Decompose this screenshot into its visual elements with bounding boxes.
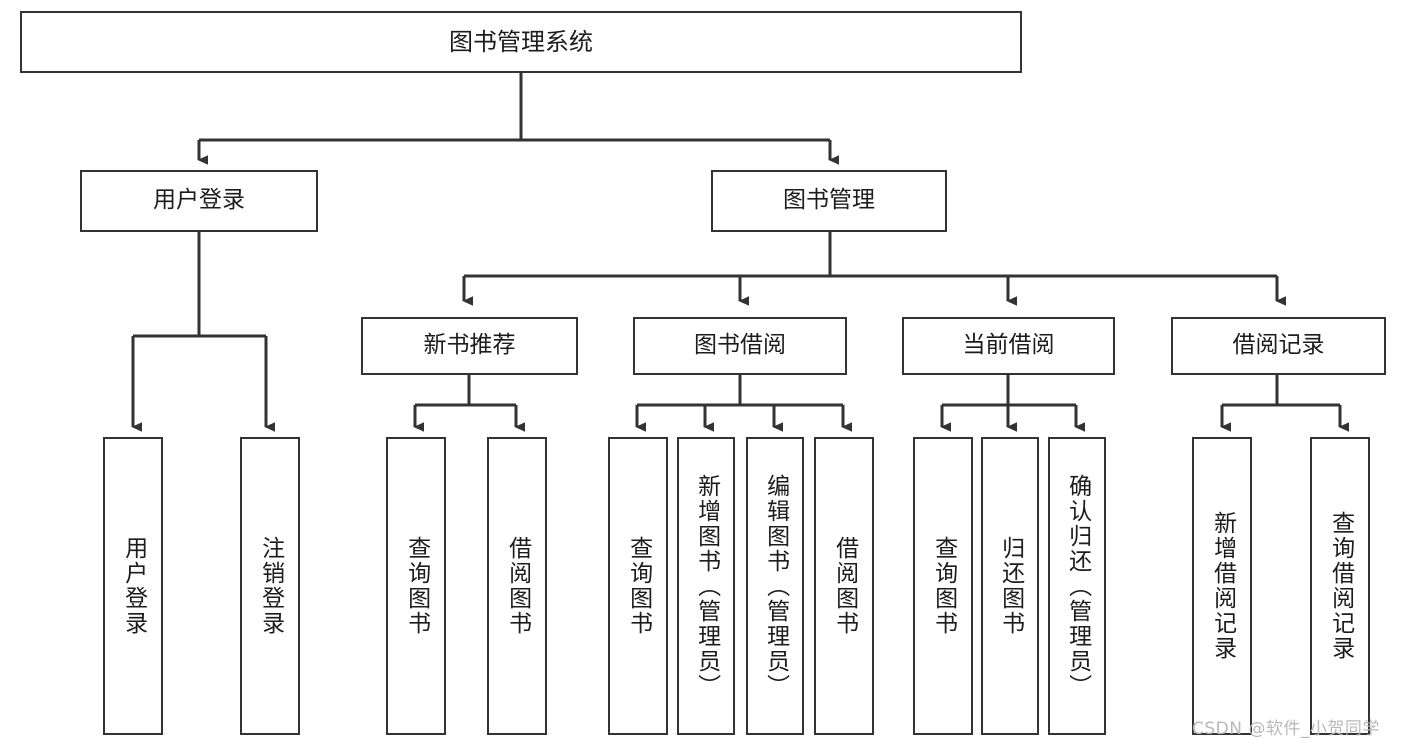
leaf-return-book-label: 归还图书 xyxy=(997,536,1024,636)
leaf-query-borrow-record-label: 查询借阅记录 xyxy=(1327,511,1354,661)
leaf-return-book[interactable]: 归还图书 xyxy=(981,437,1039,735)
leaf-confirm-return-admin-label: 确认归还（管理员） xyxy=(1064,473,1091,699)
node-user-login[interactable]: 用户登录 xyxy=(80,170,318,232)
node-borrow-record[interactable]: 借阅记录 xyxy=(1171,317,1386,375)
leaf-add-borrow-record-label: 新增借阅记录 xyxy=(1209,511,1236,661)
leaf-borrow-book-label: 借阅图书 xyxy=(831,536,858,636)
leaf-logout[interactable]: 注销登录 xyxy=(240,437,300,735)
leaf-borrow-book[interactable]: 借阅图书 xyxy=(814,437,874,735)
leaf-current-query-book-label: 查询图书 xyxy=(930,536,957,636)
leaf-add-borrow-record[interactable]: 新增借阅记录 xyxy=(1192,437,1252,735)
leaf-borrow-query-book[interactable]: 查询图书 xyxy=(608,437,668,735)
leaf-query-borrow-record[interactable]: 查询借阅记录 xyxy=(1310,437,1370,735)
leaf-confirm-return-admin[interactable]: 确认归还（管理员） xyxy=(1048,437,1106,735)
leaf-add-book-admin-label: 新增图书（管理员） xyxy=(693,473,720,699)
node-current-borrow-label: 当前借阅 xyxy=(962,332,1055,359)
node-user-login-label: 用户登录 xyxy=(153,187,245,214)
leaf-user-login[interactable]: 用户登录 xyxy=(103,437,163,735)
leaf-recommend-borrow-book-label: 借阅图书 xyxy=(504,536,531,636)
csdn-watermark: CSDN @软件_小贺同学 xyxy=(1192,719,1380,739)
leaf-recommend-borrow-book[interactable]: 借阅图书 xyxy=(487,437,547,735)
node-borrow-record-label: 借阅记录 xyxy=(1232,332,1325,359)
node-root[interactable]: 图书管理系统 xyxy=(20,11,1022,73)
leaf-recommend-query-book[interactable]: 查询图书 xyxy=(386,437,446,735)
node-book-management-label: 图书管理 xyxy=(783,187,875,214)
leaf-borrow-query-book-label: 查询图书 xyxy=(625,536,652,636)
node-new-book-recommend-label: 新书推荐 xyxy=(423,332,516,359)
leaf-user-login-label: 用户登录 xyxy=(120,536,147,636)
leaf-logout-label: 注销登录 xyxy=(257,536,284,636)
leaf-edit-book-admin[interactable]: 编辑图书（管理员） xyxy=(746,437,804,735)
node-book-management[interactable]: 图书管理 xyxy=(711,170,947,232)
node-book-borrow-label: 图书借阅 xyxy=(694,332,786,359)
leaf-current-query-book[interactable]: 查询图书 xyxy=(913,437,973,735)
node-new-book-recommend[interactable]: 新书推荐 xyxy=(361,317,578,375)
leaf-add-book-admin[interactable]: 新增图书（管理员） xyxy=(677,437,735,735)
leaf-recommend-query-book-label: 查询图书 xyxy=(403,536,430,636)
node-book-borrow[interactable]: 图书借阅 xyxy=(633,317,847,375)
node-current-borrow[interactable]: 当前借阅 xyxy=(902,317,1115,375)
leaf-edit-book-admin-label: 编辑图书（管理员） xyxy=(762,473,789,699)
node-root-label: 图书管理系统 xyxy=(449,27,593,56)
